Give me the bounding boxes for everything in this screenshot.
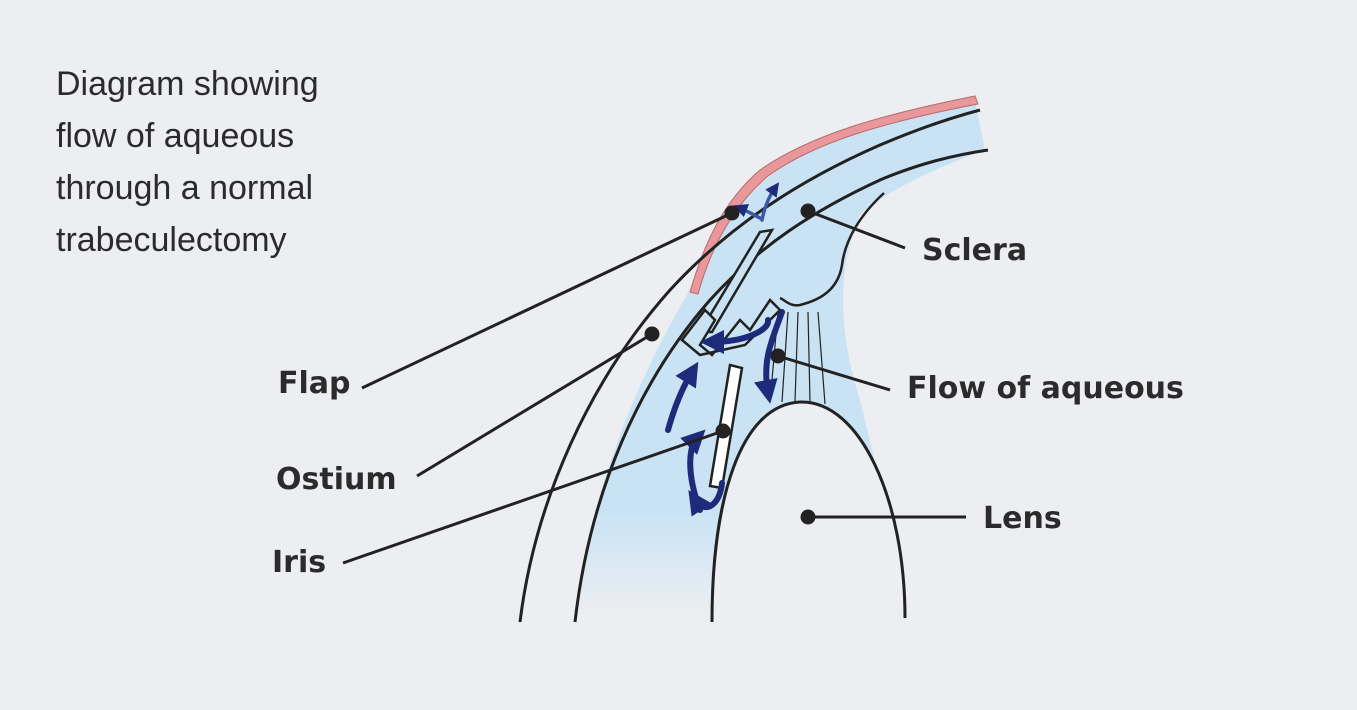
- label-sclera: Sclera: [922, 233, 1027, 268]
- caption-line-3: through a normal: [56, 169, 314, 207]
- leader-flap: [361, 205, 740, 390]
- ciliary-body-outline: [779, 192, 885, 307]
- caption-line-4: trabeculectomy: [56, 221, 287, 259]
- leader-lens: [800, 509, 966, 525]
- leader-ostium: [416, 326, 660, 478]
- outflow-arrow-up: [760, 182, 780, 222]
- label-lens: Lens: [983, 501, 1062, 536]
- ostium-channel: [680, 298, 782, 357]
- flow-arrow-2: [665, 361, 699, 433]
- label-flow-of-aqueous: Flow of aqueous: [907, 371, 1184, 406]
- caption-line-1: Diagram showing: [56, 65, 319, 103]
- sclera-outer-line: [518, 108, 981, 623]
- leader-flow: [770, 348, 891, 392]
- bleb-outflow-arrows: [733, 182, 780, 222]
- label-ostium: Ostium: [276, 462, 397, 497]
- flow-arrow-5: [688, 480, 725, 517]
- flow-arrow-3: [700, 317, 771, 354]
- diagram-caption: Diagram showing flow of aqueous through …: [56, 58, 396, 266]
- label-flap: Flap: [278, 366, 351, 401]
- flow-arrow-4: [753, 309, 785, 404]
- label-iris: Iris: [272, 545, 326, 580]
- conjunctiva: [689, 95, 979, 295]
- leader-iris: [342, 423, 731, 565]
- outflow-arrow-left: [733, 204, 762, 220]
- leader-sclera: [800, 203, 906, 250]
- caption-line-2: flow of aqueous: [56, 117, 295, 155]
